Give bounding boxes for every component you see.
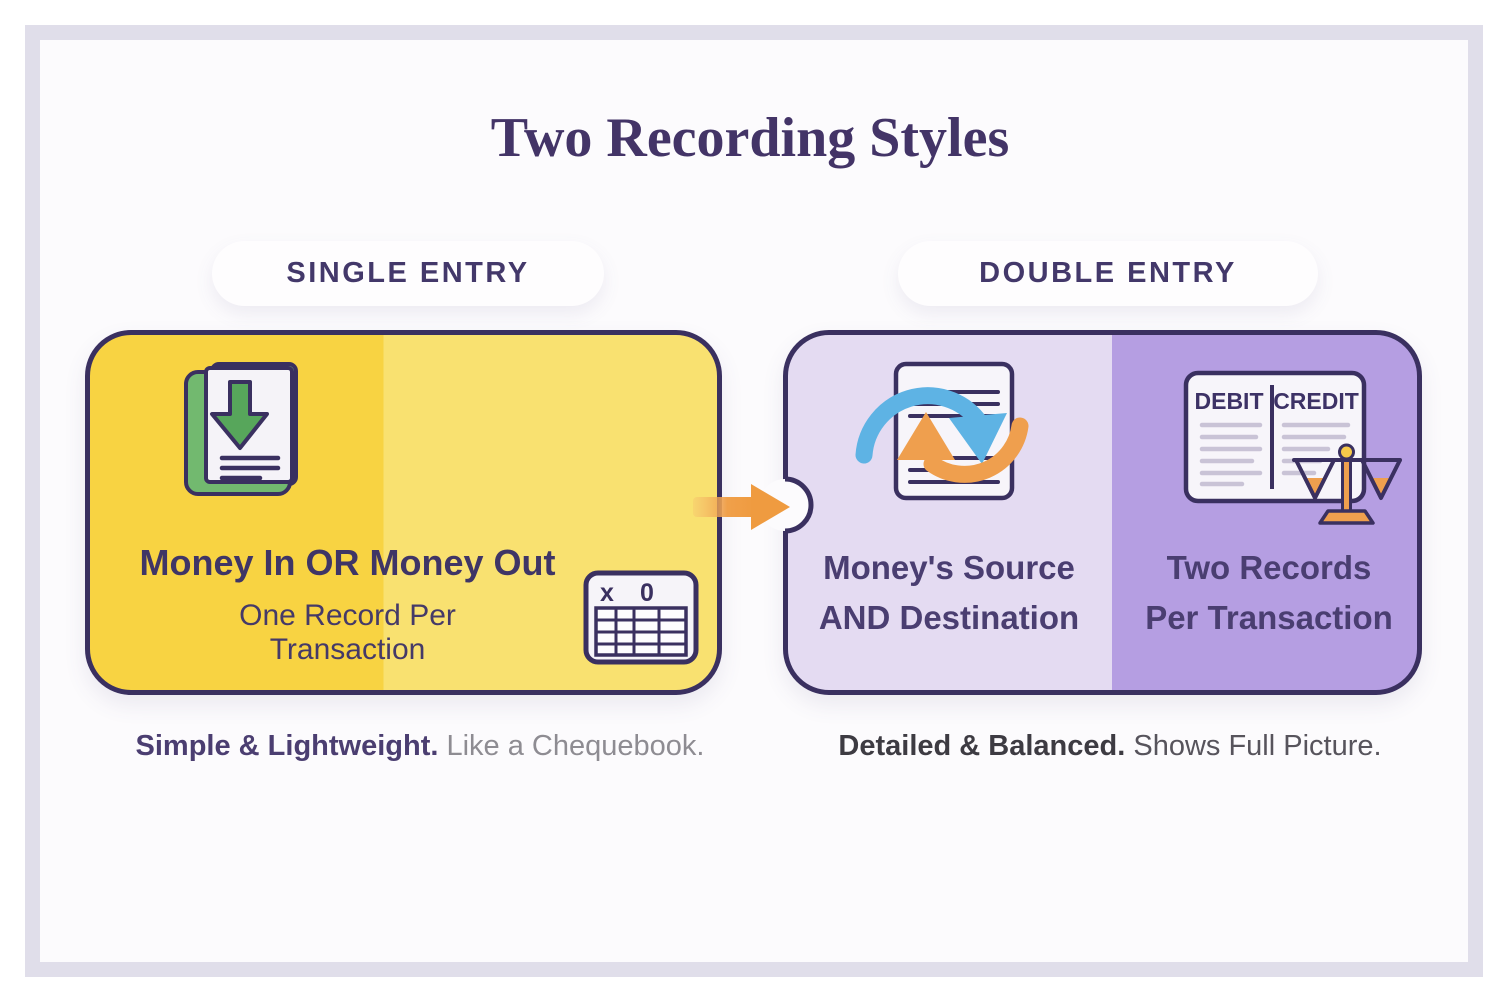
source-label-line1: Money's Source <box>823 549 1075 586</box>
ledger-credit-header: CREDIT <box>1273 388 1359 414</box>
connector-notch-outline <box>784 476 814 534</box>
cycle-orange-arrowhead <box>897 412 955 460</box>
single-entry-caption-light: Like a Chequebook. <box>438 730 705 762</box>
single-entry-subtext-line2: Transaction <box>269 633 426 666</box>
double-entry-source-label: Money's Source AND Destination <box>788 543 1110 643</box>
cycle-orange-arc <box>923 417 1029 483</box>
double-entry-caption: Detailed & Balanced. Shows Full Picture. <box>785 730 1435 763</box>
double-entry-records-label: Two Records Per Transaction <box>1108 543 1430 643</box>
source-label-line2: AND Destination <box>818 599 1080 636</box>
spreadsheet-icon: x 0 <box>583 570 699 665</box>
cycle-arrows-document-icon <box>855 361 1029 501</box>
double-entry-caption-strong: Detailed & Balanced. <box>838 730 1126 762</box>
single-entry-subtext: One Record Per Transaction <box>90 599 605 667</box>
records-label-line2: Per Transaction <box>1145 599 1393 636</box>
single-entry-text: Money In OR Money Out One Record Per Tra… <box>90 541 605 667</box>
single-entry-pill: SINGLE ENTRY <box>212 241 604 306</box>
records-label-line1: Two Records <box>1166 549 1372 586</box>
balance-scale-icon <box>1292 443 1402 525</box>
single-entry-subtext-line1: One Record Per <box>239 599 456 632</box>
cycle-blue-arrowhead <box>949 413 1007 464</box>
double-entry-pill-label: DOUBLE ENTRY <box>979 257 1237 289</box>
page-title: Two Recording Styles <box>490 107 1010 169</box>
flow-arrow-icon <box>693 484 790 530</box>
double-entry-pill: DOUBLE ENTRY <box>898 241 1318 306</box>
single-entry-pill-label: SINGLE ENTRY <box>286 257 530 289</box>
double-entry-caption-light: Shows Full Picture. <box>1125 730 1382 762</box>
single-entry-caption: Simple & Lightweight. Like a Chequebook. <box>95 730 745 763</box>
single-entry-heading: Money In OR Money Out <box>139 542 556 583</box>
cycle-blue-arc <box>855 387 987 464</box>
ledger-debit-header: DEBIT <box>1195 388 1264 414</box>
spreadsheet-cell-x: x <box>600 579 614 607</box>
spreadsheet-cell-o: 0 <box>640 579 654 607</box>
single-entry-caption-strong: Simple & Lightweight. <box>135 730 439 762</box>
debit-credit-ledger-icon: DEBIT CREDIT <box>1183 370 1402 525</box>
book-download-icon <box>184 362 298 496</box>
